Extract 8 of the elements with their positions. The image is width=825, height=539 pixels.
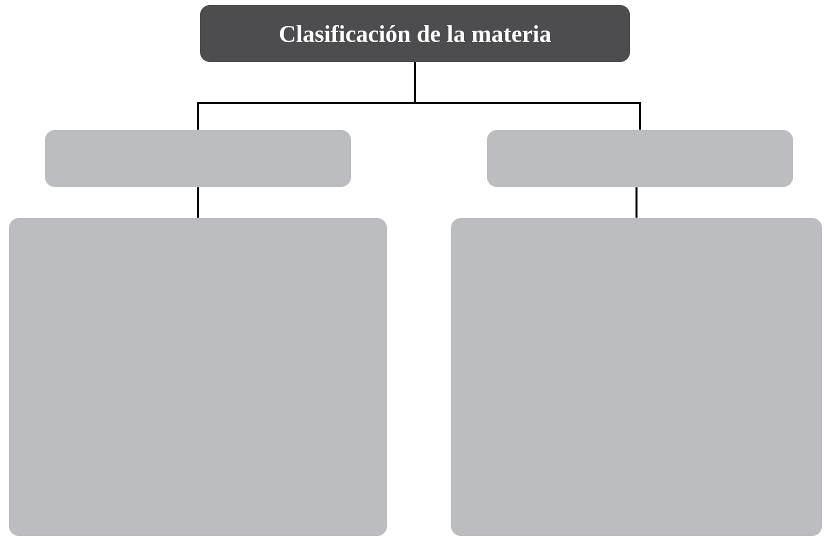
category-box: [487, 130, 793, 187]
connector-line: [414, 62, 641, 130]
connector-line: [197, 187, 199, 218]
content-box: [451, 218, 822, 536]
category-box: [45, 130, 351, 187]
connector-line: [636, 187, 638, 218]
content-box: [9, 218, 387, 536]
title-box: Clasificación de la materia: [200, 5, 630, 62]
